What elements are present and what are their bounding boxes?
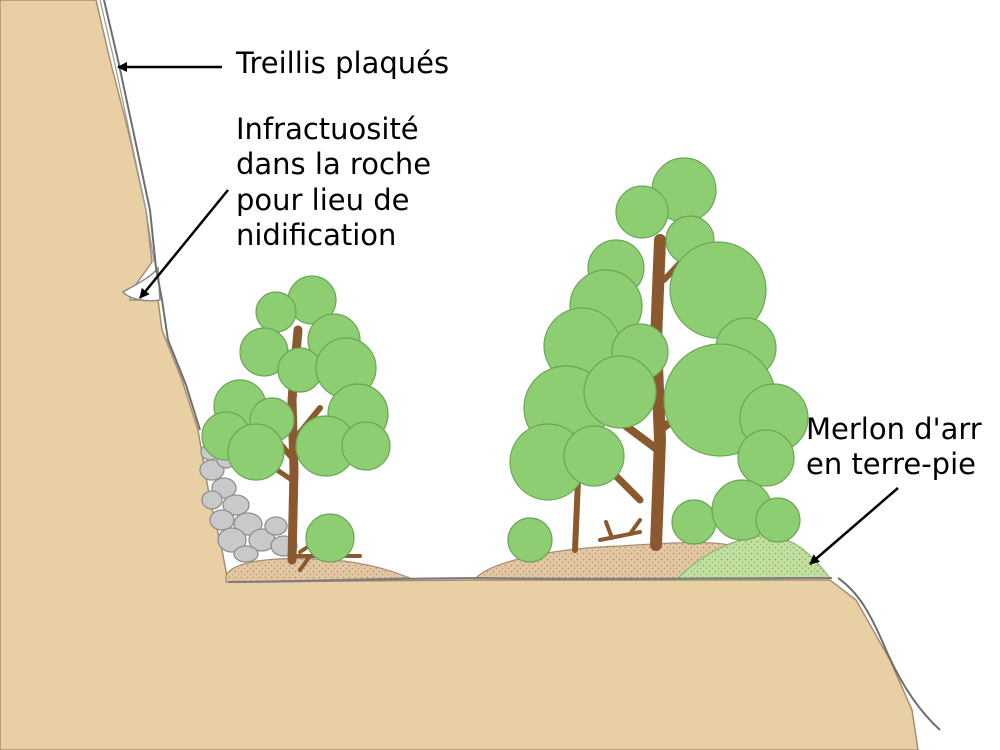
- label-infractuosite-line-4: nidification: [236, 218, 397, 253]
- soil-layer-left-dots: [226, 558, 410, 582]
- ground-surface: [227, 576, 833, 583]
- arrow-merlon: [809, 487, 899, 565]
- mesh-line-upper: [103, 0, 201, 431]
- soil-layer-right-dots: [474, 542, 740, 580]
- label-infractuosite-line-1: Infractuosité: [236, 112, 419, 146]
- mesh-line-lower: [837, 577, 941, 731]
- label-merlon-line-2: en terre-pie: [806, 447, 976, 482]
- label-infractuosite-line-2: dans la roche: [236, 147, 432, 182]
- label-infractuosite: Infractuosité dans la roche pour lieu de…: [236, 112, 431, 254]
- mesh-line-upper-2: [99, 0, 155, 263]
- earth-berm-dots: [676, 535, 830, 580]
- label-merlon: Merlon d'arr en terre-pie: [806, 412, 982, 483]
- label-treillis: Treillis plaqués: [236, 46, 450, 80]
- label-infractuosite-line-3: pour lieu de: [236, 182, 410, 217]
- tree-foliage: [201, 157, 809, 563]
- terrain-profile: [0, 0, 919, 750]
- nesting-cavity: [121, 266, 161, 302]
- label-merlon-line-1: Merlon d'arr: [806, 412, 982, 446]
- arrow-infractuosite: [139, 189, 229, 299]
